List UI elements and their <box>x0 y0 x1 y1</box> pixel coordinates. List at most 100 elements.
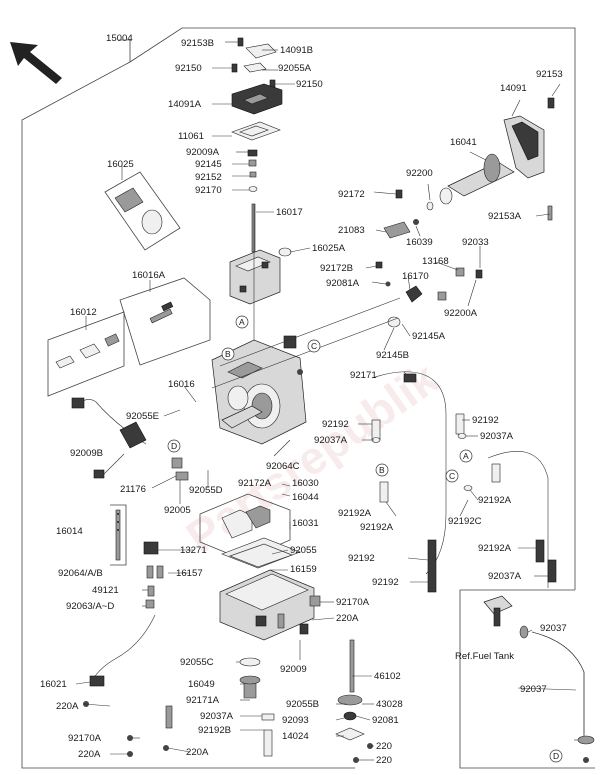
part-label: 46102 <box>374 671 401 682</box>
part-label: 92037A <box>200 711 234 722</box>
float <box>221 505 271 539</box>
part-label: 92037 <box>520 684 547 695</box>
part-label: 92192C <box>448 516 482 527</box>
part-label: 92145 <box>195 159 222 170</box>
16025-cap <box>114 187 163 235</box>
part-label: 92033 <box>462 237 489 248</box>
16031-box <box>199 493 291 561</box>
part-label: 92081A <box>326 278 360 289</box>
part-label: 21083 <box>338 225 365 236</box>
part-label: 92170A <box>68 733 102 744</box>
shaft-guide-upper <box>219 297 401 367</box>
part-label: 11061 <box>178 131 204 142</box>
fuel-tank-note: Ref.Fuel Tank <box>455 651 514 662</box>
top-cover-assembly <box>231 37 283 253</box>
throttle-pulley-assembly <box>375 97 555 328</box>
part-label: 92170 <box>195 185 222 196</box>
part-label: 16016 <box>168 379 195 390</box>
part-label: 92145A <box>412 331 446 342</box>
part-label: 92009B <box>70 448 103 459</box>
16012-box <box>47 311 125 397</box>
part-label: 16025A <box>312 243 346 254</box>
part-label: 92037A <box>488 571 522 582</box>
part-label: 16159 <box>290 564 317 575</box>
part-label: 92081 <box>372 715 399 726</box>
fuel-tank-valve <box>483 595 595 763</box>
label-15004: 15004 <box>106 33 133 44</box>
16014-bracket <box>110 504 127 566</box>
part-label: 16039 <box>406 237 433 248</box>
part-label: 92200A <box>444 308 478 319</box>
part-label: 92037A <box>480 431 514 442</box>
part-label: 14091 <box>500 83 527 94</box>
part-label: 21176 <box>120 484 146 495</box>
main-frame-left <box>21 61 355 769</box>
part-label: 92153 <box>536 69 563 80</box>
part-label: 92055C <box>180 657 214 668</box>
16012-parts <box>55 333 120 369</box>
part-label: 220 <box>376 755 392 766</box>
part-label: 92170A <box>336 597 370 608</box>
part-label: 16014 <box>56 526 83 537</box>
part-label: 92037A <box>314 435 348 446</box>
part-label: 92171A <box>186 695 220 706</box>
part-label: 92172B <box>320 263 353 274</box>
part-label: 92063/A~D <box>66 601 114 612</box>
part-label: 220 <box>376 741 392 752</box>
16025-box <box>104 171 181 251</box>
part-label: 92172A <box>238 478 272 489</box>
part-label: 49121 <box>92 585 119 596</box>
part-label: 92192A <box>360 522 394 533</box>
part-label: 92192A <box>338 508 372 519</box>
throttle-sensor-cable <box>71 397 189 481</box>
part-label: 220A <box>186 747 209 758</box>
part-label: 220A <box>78 749 101 760</box>
part-label: 92200 <box>406 168 433 179</box>
part-label: 92192 <box>322 419 349 430</box>
shaft-guide-lower <box>211 317 399 389</box>
part-label: 92150 <box>175 63 202 74</box>
part-label: 92064C <box>266 461 300 472</box>
part-label: 92055E <box>126 411 159 422</box>
part-label: 92153B <box>181 38 214 49</box>
throttle-valve <box>229 247 292 305</box>
part-label: 92009A <box>186 147 220 158</box>
part-label: 14091B <box>280 45 313 56</box>
part-label: 92153A <box>488 211 522 222</box>
part-label: 92009 <box>280 664 307 675</box>
part-labels: 15004 92153B 14091B 92150 92055A 92150 1… <box>40 33 567 766</box>
part-label: 92055 <box>290 545 317 556</box>
part-label: 92152 <box>195 172 222 183</box>
16016A-box <box>119 277 211 366</box>
part-label: 92145B <box>376 350 409 361</box>
part-label: 92171 <box>350 370 377 381</box>
callout-letter: D <box>553 751 559 761</box>
part-label: 16012 <box>70 307 97 318</box>
fuel-frame <box>459 589 595 769</box>
vent-hoses-right <box>371 371 557 593</box>
callout-letter: D <box>171 441 177 451</box>
part-label: 92192A <box>478 495 512 506</box>
part-label: 16021 <box>40 679 67 690</box>
front-arrow-icon <box>10 42 62 84</box>
part-label: 92172 <box>338 189 365 200</box>
part-label: 92192B <box>198 725 231 736</box>
part-label: 43028 <box>376 699 403 710</box>
part-label: 92192A <box>478 543 512 554</box>
callout-markers: A B C D A B C D <box>167 315 563 763</box>
callout-letter: B <box>225 349 231 359</box>
part-label: 92192 <box>348 553 375 564</box>
jets-left <box>143 541 164 609</box>
carburetor-body <box>211 335 307 445</box>
callout-letter: C <box>311 341 317 351</box>
part-label: 92055B <box>286 699 319 710</box>
part-label: 92150 <box>296 79 323 90</box>
part-label: 92037 <box>540 623 567 634</box>
bottom-parts <box>163 595 373 763</box>
leader-lines <box>75 41 578 761</box>
part-label: 16025 <box>107 159 134 170</box>
part-label: 16017 <box>276 207 303 218</box>
part-label: 220A <box>336 613 359 624</box>
callout-letter: B <box>379 465 385 475</box>
part-label: 92055A <box>278 63 312 74</box>
